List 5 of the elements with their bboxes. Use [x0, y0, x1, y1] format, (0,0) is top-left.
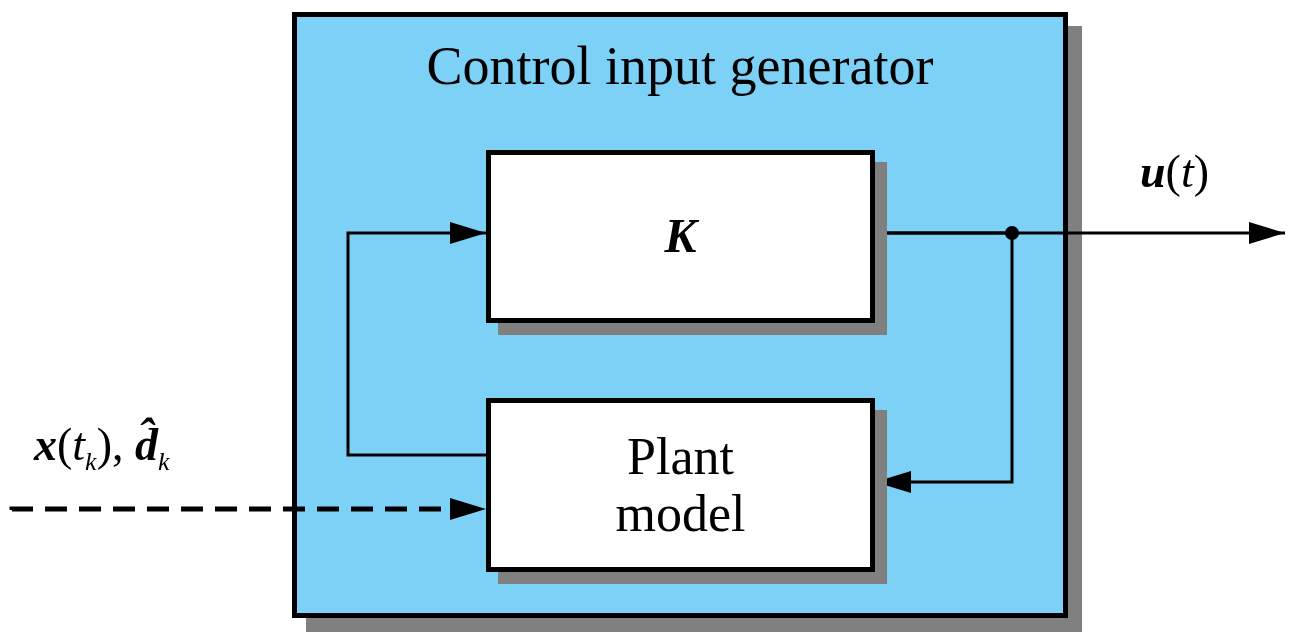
block-label: Plant model [614, 427, 747, 543]
block-title: Control input generator [425, 35, 935, 97]
edge-label: x(t$_{k}$), d̂$_{k}$ [34, 418, 170, 478]
edge-label: u(t) [1140, 145, 1210, 198]
block-label: K [664, 210, 697, 263]
